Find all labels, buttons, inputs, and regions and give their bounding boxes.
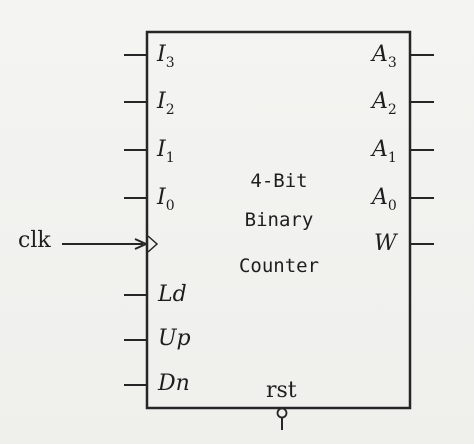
input-label-i2: I2 <box>157 89 175 118</box>
block-title-line-1: 4-Bit <box>250 170 308 192</box>
output-label-a0: A0 <box>372 185 397 214</box>
output-label-w: W <box>374 231 397 256</box>
reset-bubble-icon <box>276 407 288 419</box>
input-label-i3: I3 <box>157 42 175 71</box>
output-label-a1: A1 <box>372 137 397 166</box>
output-label-a3: A3 <box>372 42 397 71</box>
counter-block <box>145 30 412 410</box>
clock-edge-triangle-icon <box>147 235 159 253</box>
input-label-i0: I0 <box>157 185 175 214</box>
block-title-line-2: Binary <box>244 209 314 231</box>
input-label-ld: Ld <box>158 282 187 307</box>
output-label-a2: A2 <box>372 89 397 118</box>
input-label-dn: Dn <box>158 371 190 396</box>
clock-arrow-icon <box>134 238 149 250</box>
input-label-i1: I1 <box>157 137 175 166</box>
block-title-line-3: Counter <box>238 255 320 277</box>
clock-label: clk <box>18 228 51 253</box>
input-label-up: Up <box>158 326 191 351</box>
reset-label: rst <box>266 378 297 403</box>
